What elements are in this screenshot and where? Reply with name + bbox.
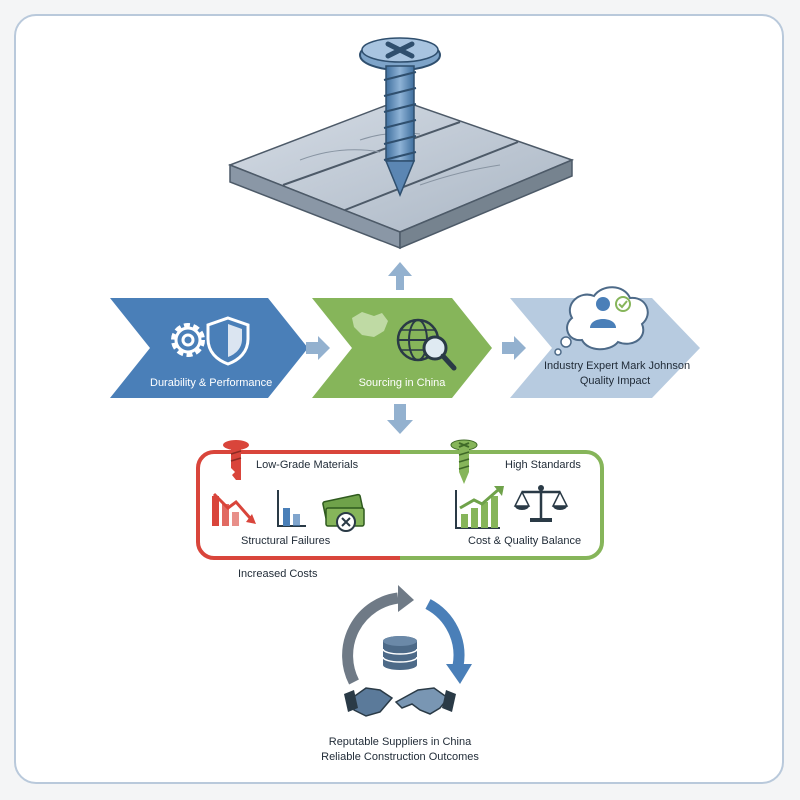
scales-icon <box>513 485 569 522</box>
globe-search-icon <box>396 318 457 371</box>
good-screw-icon <box>450 439 478 484</box>
arrow-right-2 <box>502 336 526 360</box>
outcome-line1: Reputable Suppliers in China <box>328 736 472 748</box>
high-standards-border <box>400 450 604 560</box>
cost-quality-balance-label: Cost & Quality Balance <box>468 535 582 547</box>
expert-thought-icon <box>554 286 649 356</box>
cycle-arrows-icon <box>342 585 472 685</box>
database-icon <box>382 636 418 670</box>
screw-icon <box>359 37 441 197</box>
low-grade-title: Low-Grade Materials <box>256 459 359 471</box>
china-map-icon <box>352 312 388 337</box>
growth-chart-icon <box>455 486 504 529</box>
stage-durability-label: Durability & Performance <box>150 377 273 389</box>
money-cancel-icon <box>322 493 365 532</box>
down-arrow <box>387 404 413 434</box>
stage-expert-label-line2: Quality Impact <box>579 375 651 387</box>
low-grade-border <box>196 450 400 560</box>
arrow-right-1 <box>306 336 330 360</box>
structural-failures-label: Structural Failures <box>241 535 331 547</box>
outcome-line2: Reliable Construction Outcomes <box>321 751 479 763</box>
up-arrow <box>388 262 412 290</box>
high-standards-title: High Standards <box>505 459 581 471</box>
declining-chart-icon <box>212 492 256 526</box>
stage-expert-label-line1: Industry Expert Mark Johnson <box>544 360 691 372</box>
handshake-icon <box>344 687 456 717</box>
stage-sourcing-label: Sourcing in China <box>358 377 446 389</box>
shield-icon <box>206 316 250 366</box>
gear-icon <box>171 323 205 357</box>
broken-screw-icon <box>223 440 249 480</box>
bar-chart-icon <box>277 490 306 527</box>
increased-costs-label: Increased Costs <box>238 568 318 580</box>
